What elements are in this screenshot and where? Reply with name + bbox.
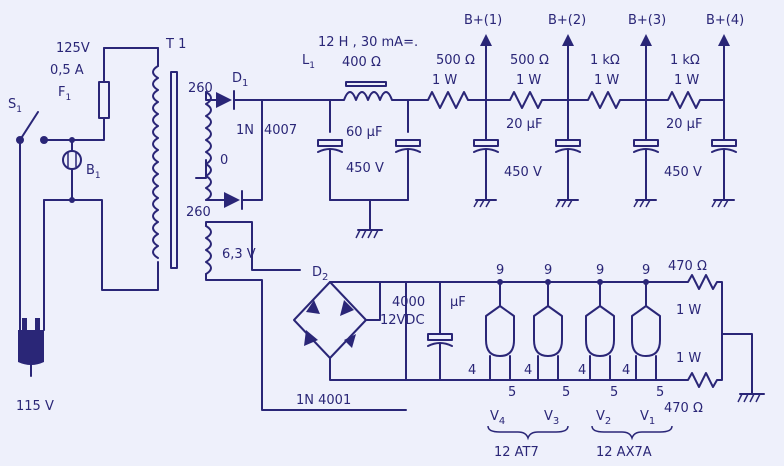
tube-v2-label: V2	[596, 409, 611, 427]
cap2-voltage: 450 V	[504, 165, 542, 180]
pin-5-v1: 5	[656, 385, 664, 400]
cap3-value: 20 μF	[666, 117, 702, 132]
tube-type-12at7: 12 AT7	[494, 445, 539, 460]
pin-5-v3: 5	[562, 385, 570, 400]
d1-label: D1	[232, 71, 248, 89]
heater-cap-unit: μF	[450, 295, 466, 310]
transformer-t1	[152, 65, 212, 275]
r3-power: 1 W	[594, 73, 619, 88]
resistor-r1	[407, 91, 487, 109]
choke-spec: 12 H , 30 mA=.	[318, 35, 418, 50]
r4-power: 1 W	[674, 73, 699, 88]
hv-bottom-label: 260	[186, 205, 211, 220]
cap3-voltage: 450 V	[664, 165, 702, 180]
r4-value: 1 kΩ	[670, 53, 700, 68]
tube-heater-v1	[631, 279, 661, 381]
fuse-f1	[98, 47, 159, 119]
heater-r-bot-value: 470 Ω	[664, 401, 703, 416]
tube-heater-v4	[485, 279, 515, 381]
pin-5-v2: 5	[610, 385, 618, 400]
output-b2: B+(2)	[548, 13, 586, 28]
choke-l1	[329, 81, 409, 133]
pin-9-v3: 9	[544, 263, 552, 278]
filter-cap-20uf-b	[633, 99, 737, 208]
r2-power: 1 W	[516, 73, 541, 88]
bridge-part: 1N 4001	[296, 393, 351, 408]
choke-label: L1	[302, 53, 315, 71]
switch-label: S1	[8, 97, 22, 115]
r3-value: 1 kΩ	[590, 53, 620, 68]
r2-value: 500 Ω	[510, 53, 549, 68]
heater-cap-voltage: 12VDC	[380, 313, 425, 328]
fuse-voltage-label: 125V	[56, 41, 90, 56]
fuse-current-label: 0,5 A	[50, 63, 84, 78]
switch-s1	[16, 111, 48, 331]
pin-9-v2: 9	[596, 263, 604, 278]
cap1-voltage: 450 V	[346, 161, 384, 176]
hv-top-label: 260	[188, 81, 213, 96]
resistor-r3	[567, 91, 647, 109]
filter-cap-60uf	[317, 139, 421, 239]
brace-12ax7a	[591, 425, 673, 441]
pin-9-v4: 9	[496, 263, 504, 278]
transformer-label: T 1	[165, 37, 186, 52]
mains-section: 115 V S1 B1	[8, 41, 159, 414]
lamp-b1	[62, 137, 82, 203]
mains-plug	[18, 318, 44, 377]
b-plus-outputs	[480, 34, 730, 101]
mains-voltage-label: 115 V	[16, 399, 54, 414]
cap2-value: 20 μF	[506, 117, 542, 132]
tube-heater-v3	[533, 279, 563, 381]
tube-v3-label: V3	[544, 409, 559, 427]
filter-cap-20uf-a	[473, 99, 581, 208]
output-b4: B+(4)	[706, 13, 744, 28]
hv-rectifier	[195, 90, 331, 210]
heater-voltage-label: 6,3 V	[222, 247, 256, 262]
pin-4-v2: 4	[578, 363, 586, 378]
fuse-label: F1	[58, 85, 71, 103]
resistor-r4	[645, 91, 725, 109]
r1-value: 500 Ω	[436, 53, 475, 68]
heater-r-bot-power: 1 W	[676, 351, 701, 366]
output-b3: B+(3)	[628, 13, 666, 28]
r1-power: 1 W	[432, 73, 457, 88]
choke-resistance: 400 Ω	[342, 55, 381, 70]
heater-r-top-power: 1 W	[676, 303, 701, 318]
pin-9-v1: 9	[642, 263, 650, 278]
brace-12at7	[487, 425, 569, 441]
cap1-value: 60 μF	[346, 125, 382, 140]
d1-part-b: 4007	[264, 123, 297, 138]
tube-v4-label: V4	[490, 409, 505, 427]
tube-heater-v2	[585, 279, 615, 381]
tube-v1-label: V1	[640, 409, 655, 427]
d2-label: D2	[312, 265, 328, 283]
tube-heaters	[485, 279, 661, 381]
d1-part-a: 1N	[236, 123, 254, 138]
pin-4-v3: 4	[524, 363, 532, 378]
pin-4-v4: 4	[468, 363, 476, 378]
center-tap-label: 0	[220, 153, 228, 168]
heater-circuit	[205, 221, 765, 411]
pin-4-v1: 4	[622, 363, 630, 378]
tube-type-12ax7a: 12 AX7A	[596, 445, 652, 460]
heater-r-top-value: 470 Ω	[668, 259, 707, 274]
output-b1: B+(1)	[464, 13, 502, 28]
lamp-label: B1	[86, 163, 101, 181]
pin-5-v4: 5	[508, 385, 516, 400]
resistor-r2	[485, 91, 569, 109]
heater-cap-value: 4000	[392, 295, 425, 310]
